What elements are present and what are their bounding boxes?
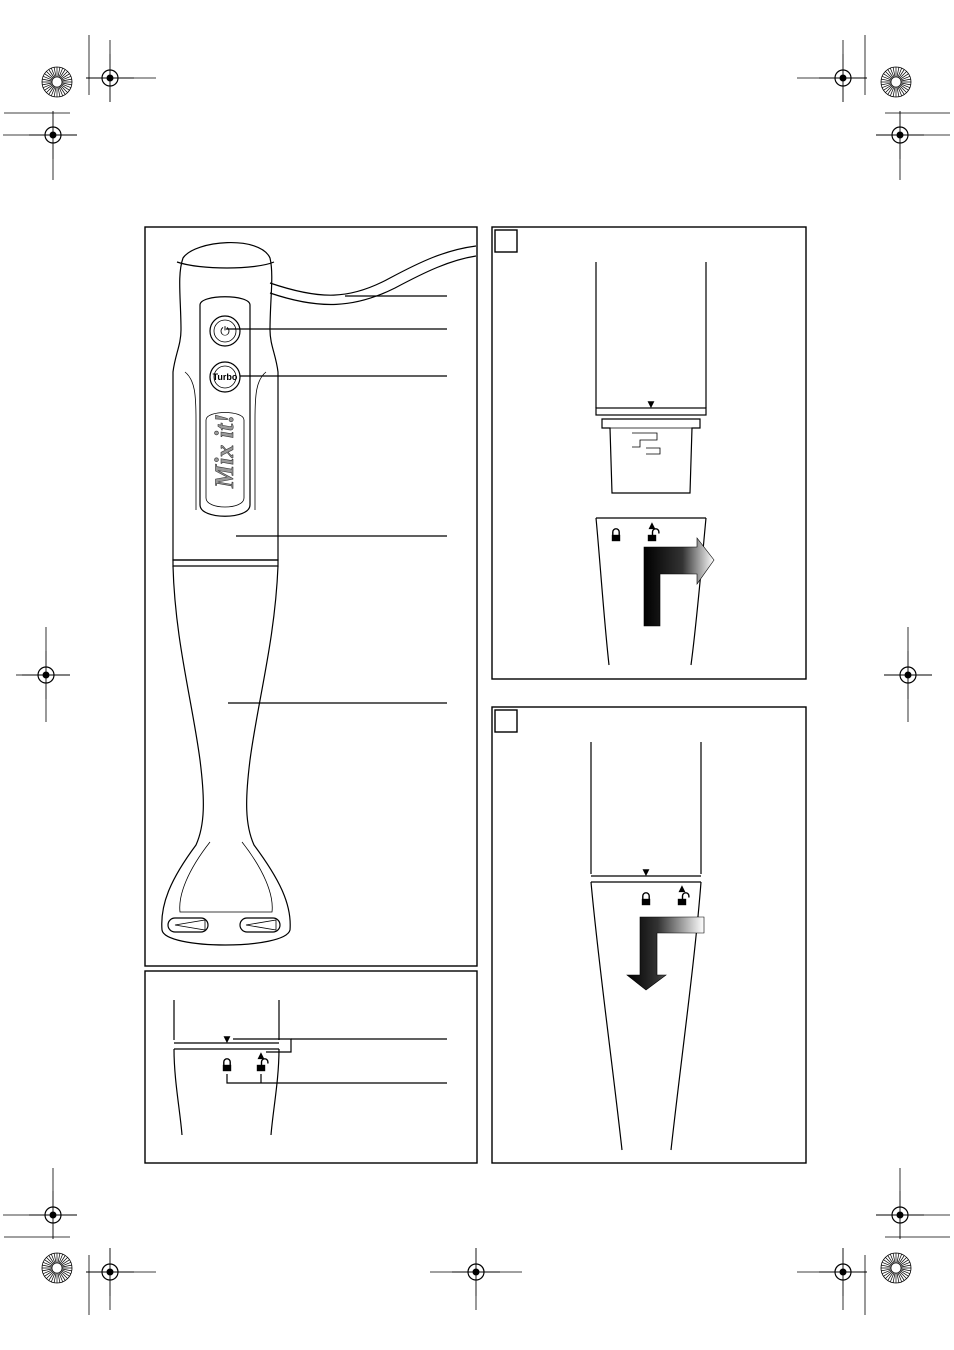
coupling-ring	[172, 559, 279, 567]
color-target-icon	[880, 66, 912, 98]
registration-mark-icon	[818, 1247, 868, 1297]
registration-mark-icon	[883, 650, 933, 700]
panel-overview-frame	[144, 226, 478, 967]
power-button	[209, 315, 241, 347]
turbo-button-label: Turbo	[213, 372, 238, 382]
registration-mark-icon	[818, 53, 868, 103]
locked-padlock-icon	[222, 1058, 232, 1072]
turn-down-arrow-icon	[626, 916, 705, 991]
blade-guard-slot-left	[167, 917, 209, 933]
color-target-icon	[41, 66, 73, 98]
step2-illustration: ▼ ▲	[590, 742, 705, 1151]
registration-mark-icon	[21, 650, 71, 700]
registration-mark-icon	[28, 1190, 78, 1240]
turbo-button	[209, 361, 241, 393]
alignment-marker-up-icon: ▲	[679, 884, 686, 894]
color-target-icon	[880, 1252, 912, 1284]
panel-step1-number-box	[494, 229, 518, 253]
registration-mark-icon	[85, 53, 135, 103]
alignment-marker-down-icon: ▼	[648, 400, 655, 410]
coupling-detail-illustration: ▼ ▲	[173, 1000, 447, 1136]
panel-step2-frame	[491, 706, 807, 1164]
motor-housing	[172, 241, 279, 561]
registration-mark-icon	[875, 110, 925, 160]
registration-mark-icon	[85, 1247, 135, 1297]
alignment-marker-up-icon: ▲	[649, 521, 656, 531]
shaft-coupling-head	[601, 418, 701, 494]
panel-step2-number-box	[494, 709, 518, 733]
panel-detail-frame	[144, 970, 478, 1164]
color-target-icon	[41, 1252, 73, 1284]
brand-label: Mix it!	[210, 414, 239, 489]
motor-base-ring	[595, 407, 707, 416]
blade-guard-slot-right	[239, 917, 281, 933]
registration-mark-icon	[875, 1190, 925, 1240]
power-symbol-icon: ⏻	[220, 324, 230, 338]
unlocked-padlock-icon	[677, 892, 690, 906]
locked-padlock-icon	[641, 892, 651, 906]
step1-illustration: ▼ ▲	[595, 262, 715, 666]
callout-line-lock-symbols	[226, 1074, 447, 1084]
registration-mark-icon	[28, 110, 78, 160]
panel-step1-frame	[491, 226, 807, 680]
alignment-marker-down-icon: ▼	[224, 1035, 231, 1045]
locked-padlock-icon	[611, 528, 621, 542]
registration-mark-icon	[451, 1247, 501, 1297]
power-cable	[269, 245, 477, 296]
blending-shaft	[161, 565, 291, 946]
alignment-marker-down-icon: ▼	[643, 868, 650, 878]
control-panel-strip	[199, 296, 251, 517]
registration-marks	[3, 35, 950, 1315]
turn-right-arrow-icon	[643, 537, 715, 627]
hand-blender-illustration: ⏻ Turbo Mix it!	[161, 241, 477, 946]
alignment-marker-up-icon: ▲	[258, 1051, 265, 1061]
